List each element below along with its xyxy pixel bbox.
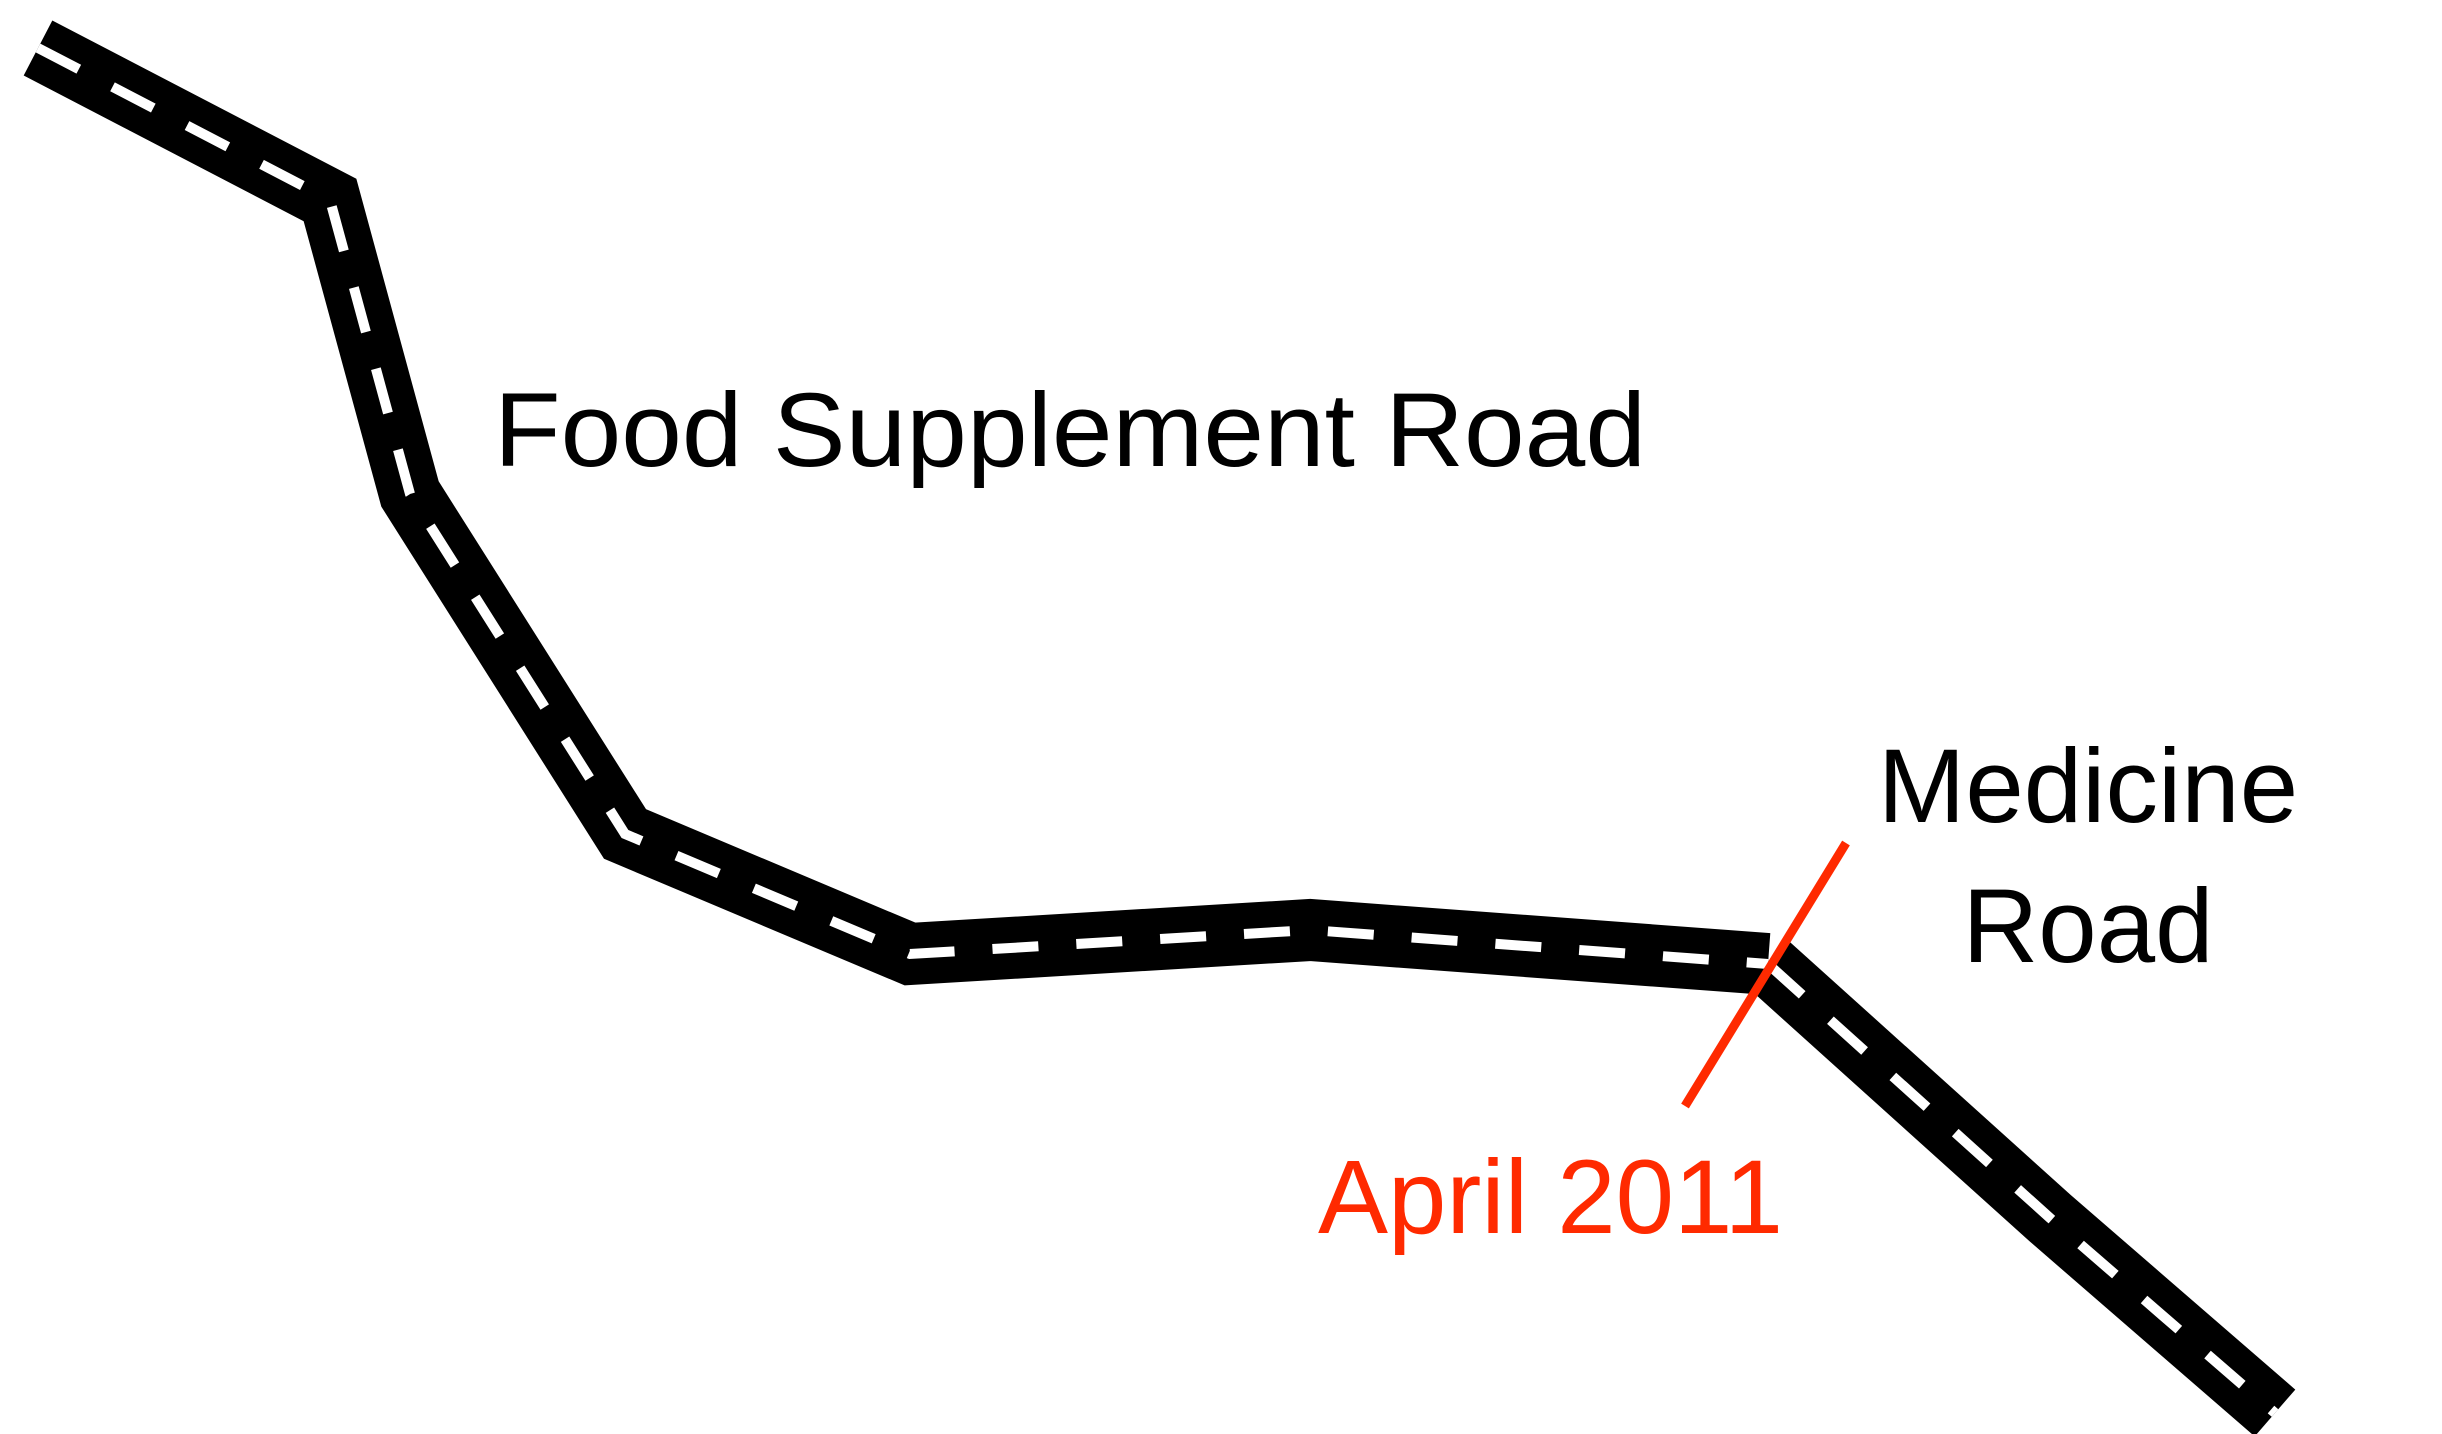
medicine-road-label-line-1: Medicine <box>1878 728 2298 845</box>
transition-marker-label: April 2011 <box>1318 1139 1783 1256</box>
medicine-road <box>1768 964 2275 1413</box>
medicine-road-label-line-2: Road <box>1962 868 2213 985</box>
food-supplement-road <box>38 48 1768 964</box>
food-supplement-road-label: Food Supplement Road <box>494 372 1646 489</box>
food-supplement-road-lane-marking <box>38 48 1768 964</box>
